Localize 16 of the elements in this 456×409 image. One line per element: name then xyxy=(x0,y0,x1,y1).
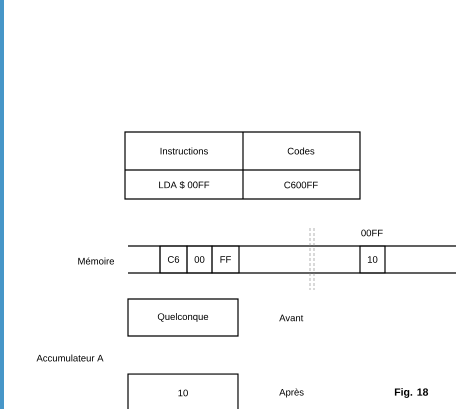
register-label: Accumulateur A xyxy=(36,354,104,362)
memory-label: Mémoire xyxy=(78,257,114,265)
register-box: Quelconque xyxy=(127,298,239,337)
memory-cell: C6 xyxy=(159,245,188,274)
memory-cell: 00 xyxy=(186,245,213,274)
table-cell: LDA $ 00FF xyxy=(159,181,210,189)
state-label: Après xyxy=(279,388,304,398)
table-cell: Instructions xyxy=(160,148,208,154)
memory-cell: FF xyxy=(211,245,240,274)
address-label: 00FF xyxy=(361,230,383,236)
table-cell: Codes xyxy=(288,148,314,154)
state-label: Avant xyxy=(279,314,304,322)
register-box: 10 xyxy=(127,373,239,409)
figure-caption: Fig. 18 xyxy=(394,388,428,398)
memory-cell: 10 xyxy=(359,245,386,274)
table-cell: C600FF xyxy=(284,182,318,188)
